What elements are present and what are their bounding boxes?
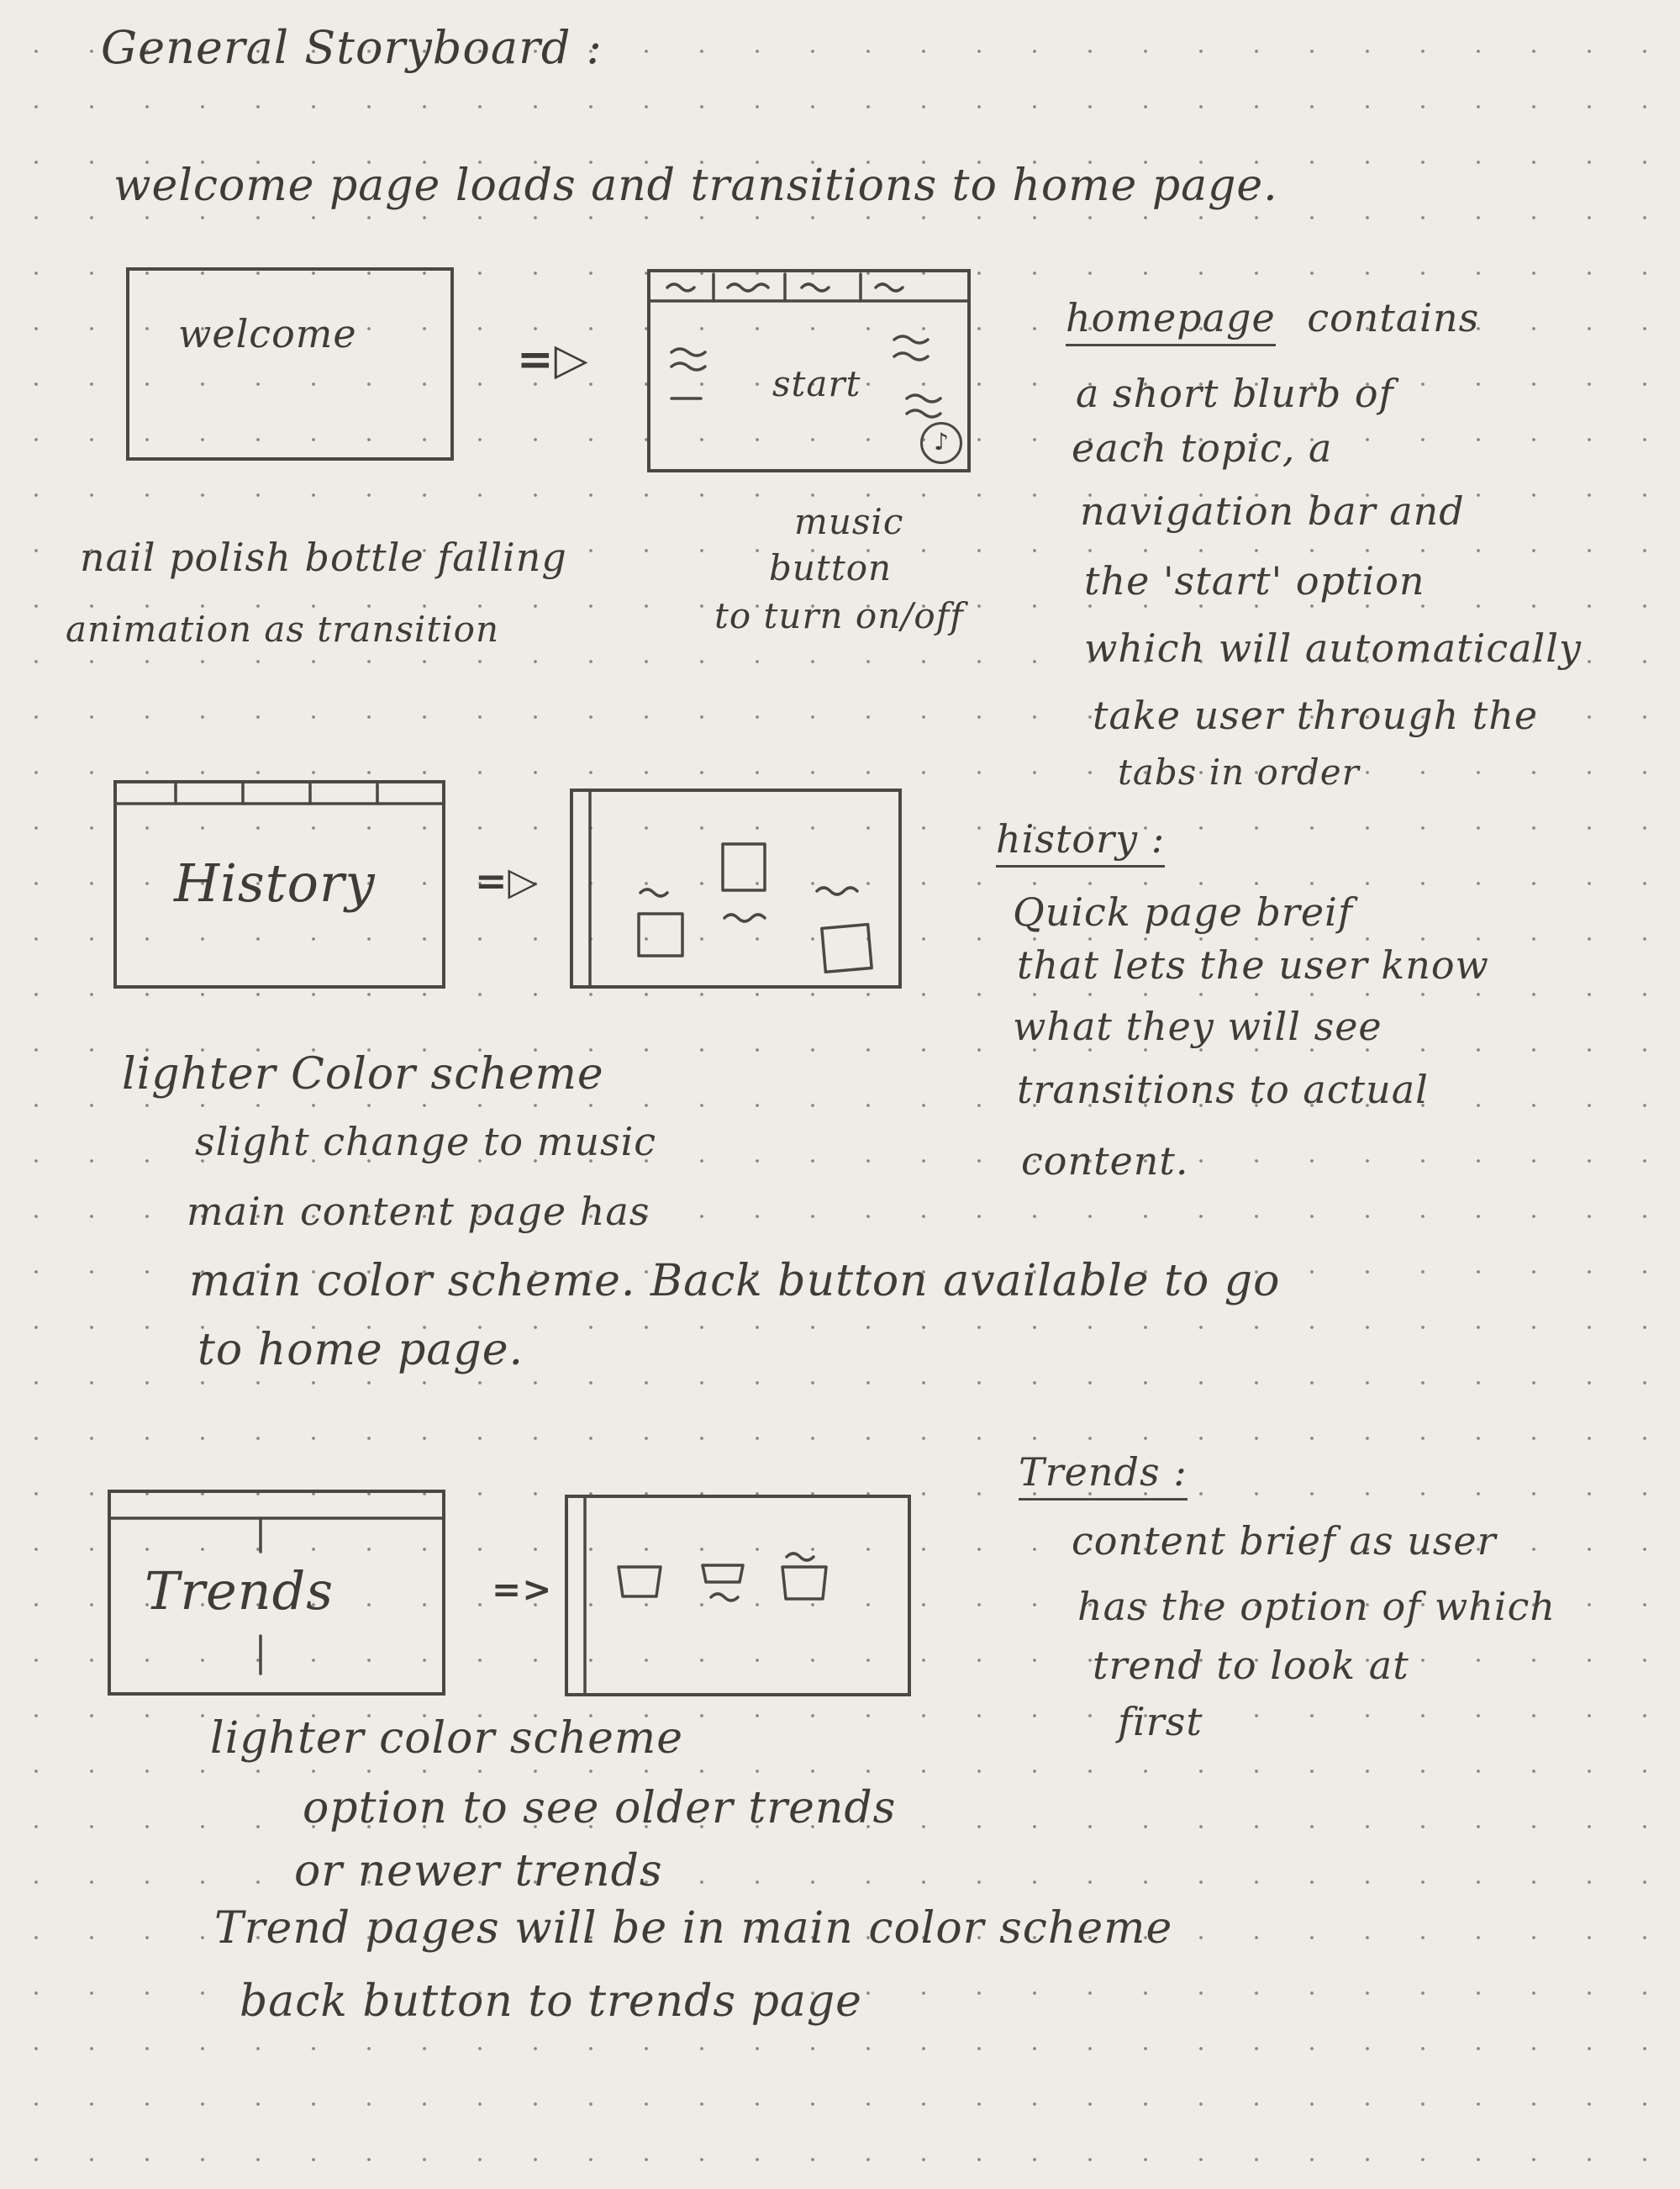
trends-content-sketch [583, 1498, 828, 1693]
history-frame: History [113, 780, 445, 989]
history-heading: history : [996, 816, 1166, 868]
history-line: that lets the user know [1017, 942, 1489, 988]
trends-content-frame [565, 1495, 911, 1696]
trends-note-line: option to see older trends [303, 1783, 897, 1833]
history-note-line: slight change to music [195, 1119, 657, 1164]
homepage-line: take user through the [1093, 693, 1539, 738]
trends-line: first [1118, 1699, 1203, 1744]
transition-arrow-2: =▷ [475, 858, 539, 904]
history-content-frame [570, 789, 902, 989]
trends-nav-sketch [111, 1516, 442, 1675]
transition-arrow-1: =▷ [517, 334, 589, 385]
welcome-note-line: nail polish bottle falling [80, 535, 567, 580]
home-frame-sketch [650, 272, 967, 419]
music-note-line: music [794, 501, 904, 542]
history-line: what they will see [1013, 1004, 1382, 1049]
history-note-line: main color scheme. Back button available… [189, 1256, 1281, 1306]
trends-line: content brief as user [1072, 1518, 1497, 1564]
homepage-line: which will automatically [1084, 625, 1582, 671]
trends-label: Trends [145, 1560, 334, 1622]
trends-note-line: back button to trends page [240, 1976, 862, 2027]
trends-line: trend to look at [1093, 1643, 1409, 1688]
history-line: content. [1021, 1138, 1189, 1184]
homepage-line: navigation bar and [1080, 488, 1465, 534]
history-label: History [174, 852, 376, 914]
history-content-sketch [588, 792, 873, 985]
homepage-line: tabs in order [1118, 752, 1360, 793]
trends-note-line: or newer trends [294, 1846, 663, 1896]
trends-note-line: Trend pages will be in main color scheme [214, 1903, 1173, 1954]
history-nav-sketch [117, 783, 442, 805]
trends-line: has the option of which [1077, 1584, 1556, 1629]
homepage-line: the 'start' option [1084, 558, 1425, 604]
trends-heading: Trends : [1019, 1449, 1188, 1501]
page-title: General Storyboard : [101, 21, 603, 74]
trends-note-line: lighter color scheme [210, 1713, 684, 1764]
music-note-icon: ♪ [920, 422, 962, 464]
music-note-line: button [769, 547, 893, 588]
history-note-line: to home page. [197, 1325, 524, 1375]
history-line: Quick page breif [1013, 889, 1353, 935]
homepage-line: each topic, a [1072, 425, 1333, 471]
home-frame: start ♪ [647, 269, 971, 472]
start-label: start [772, 363, 861, 404]
history-note-line: main content page has [187, 1189, 650, 1234]
music-note-line: to turn on/off [714, 595, 964, 636]
welcome-label: welcome [178, 311, 357, 356]
homepage-heading-rest: contains [1307, 295, 1480, 340]
intro-text: welcome page loads and transitions to ho… [113, 161, 1278, 211]
welcome-frame: welcome [126, 267, 454, 461]
history-note-line: lighter Color scheme [122, 1049, 604, 1100]
history-line: transitions to actual [1017, 1067, 1429, 1112]
welcome-note-line: animation as transition [66, 609, 500, 650]
homepage-line: a short blurb of [1076, 371, 1394, 416]
trends-frame: Trends [108, 1490, 445, 1696]
homepage-heading: homepage [1066, 295, 1276, 346]
transition-arrow-3: => [492, 1569, 553, 1610]
